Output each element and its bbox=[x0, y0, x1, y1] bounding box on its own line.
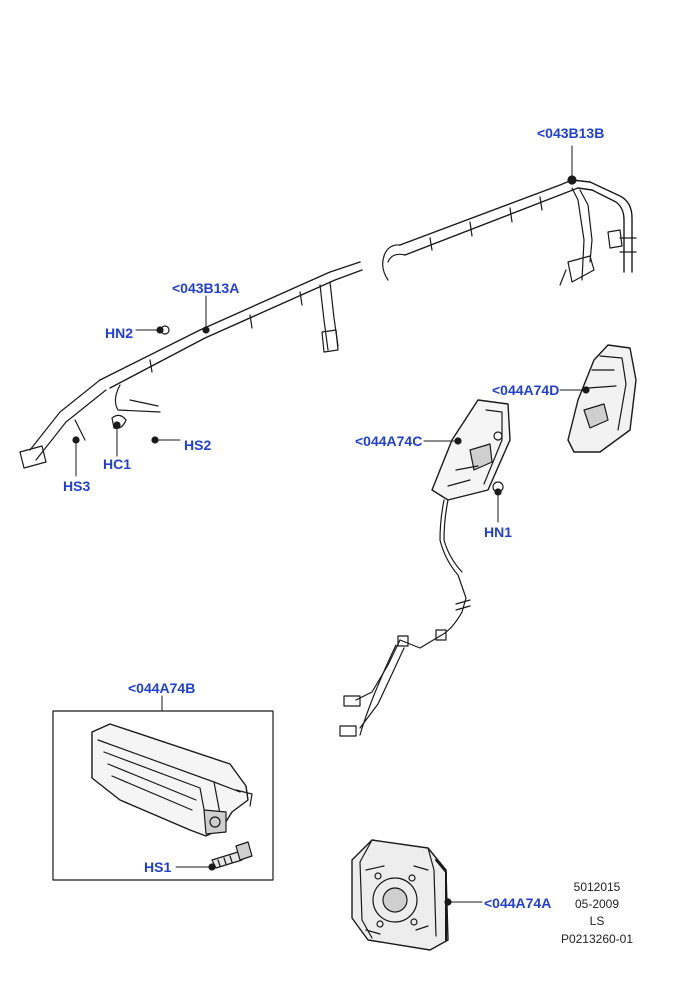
driver-airbag-a bbox=[351, 839, 449, 951]
callout-044a74b[interactable]: <044A74B bbox=[128, 680, 196, 696]
date-code: 05-2009 bbox=[574, 897, 620, 911]
bolt-hs1 bbox=[211, 841, 253, 869]
passenger-airbag-frame bbox=[52, 710, 274, 881]
callout-044a74a[interactable]: <044A74A bbox=[484, 895, 552, 911]
passenger-airbag-b bbox=[91, 723, 253, 837]
callout-hs3[interactable]: HS3 bbox=[63, 478, 91, 494]
callout-044a74c[interactable]: <044A74C bbox=[355, 433, 423, 449]
model-code: LS bbox=[589, 914, 605, 928]
side-airbag-c bbox=[431, 399, 511, 501]
harness-side bbox=[339, 499, 471, 737]
callout-hn1[interactable]: HN1 bbox=[484, 524, 513, 540]
callout-044a74d[interactable]: <044A74D bbox=[492, 382, 560, 398]
side-airbag-d bbox=[567, 344, 637, 453]
part-number: P0213260-01 bbox=[560, 932, 634, 946]
ref-number: 5012015 bbox=[573, 880, 621, 894]
callout-hs2[interactable]: HS2 bbox=[184, 437, 212, 453]
callout-043b13b[interactable]: <043B13B bbox=[537, 125, 605, 141]
curtain-airbag-left bbox=[19, 261, 363, 469]
curtain-airbag-right bbox=[382, 175, 637, 286]
callout-hs1[interactable]: HS1 bbox=[144, 859, 172, 875]
callout-hn2[interactable]: HN2 bbox=[105, 325, 134, 341]
callout-hc1[interactable]: HC1 bbox=[103, 456, 132, 472]
callout-043b13a[interactable]: <043B13A bbox=[172, 280, 240, 296]
